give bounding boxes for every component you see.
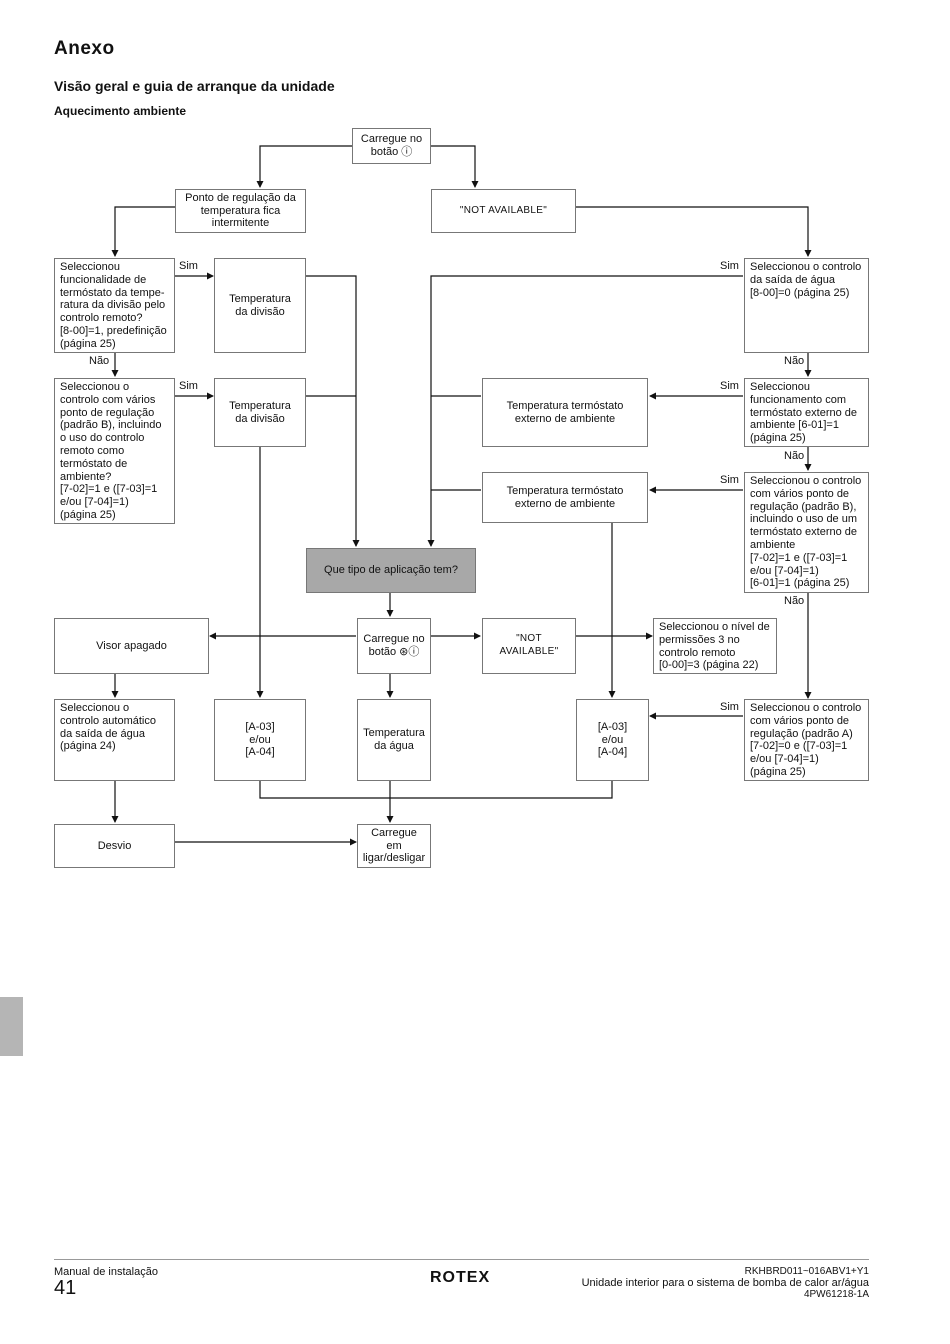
yes-label-external-thermostat: Sim: [720, 380, 739, 392]
no-label-multi-setpoint-b-external: Não: [784, 595, 805, 607]
room-thermostat-question-box: Seleccionou funcionalidade de termóstato…: [54, 258, 175, 353]
external-thermostat-temperature-box-2: Temperatura termóstato externo de ambien…: [482, 472, 648, 523]
press-combo-button-box: Carregue no botão ⊛ⓘ: [357, 618, 431, 674]
water-outlet-control-question-box: Seleccionou o controlo da saída de água …: [744, 258, 869, 353]
yes-label-room-thermostat: Sim: [179, 260, 198, 272]
not-available-box-mid: "NOT AVAILABLE": [482, 618, 576, 674]
section-title: Aquecimento ambiente: [54, 104, 187, 118]
no-label-external-thermostat: Não: [784, 450, 805, 462]
footer-code: 4PW61218-1A: [803, 1289, 869, 1300]
room-temperature-box-2: Temperatura da divisão: [214, 378, 306, 447]
a03-a04-box-right: [A-03] e/ou [A-04]: [576, 699, 649, 781]
not-available-box-top: "NOT AVAILABLE": [431, 189, 576, 233]
a03-a04-box-left: [A-03] e/ou [A-04]: [214, 699, 306, 781]
footer-description: Unidade interior para o sistema de bomba…: [581, 1276, 869, 1289]
shift-box: Desvio: [54, 824, 175, 868]
yes-label-multi-setpoint-b-remote: Sim: [179, 380, 198, 392]
footer-right-block: RKHBRD011~016ABV1+Y1 Unidade interior pa…: [582, 1266, 869, 1301]
external-thermostat-question-box: Seleccionou funcionamento com termóstato…: [744, 378, 869, 447]
side-tab: [0, 997, 23, 1056]
page-number: 41: [54, 1277, 77, 1299]
rotex-logo: ROTEX: [430, 1269, 491, 1286]
auto-water-outlet-box: Seleccionou o controlo automático da saí…: [54, 699, 175, 781]
setpoint-flashing-box: Ponto de regulação da temperatura fica i…: [175, 189, 306, 233]
press-on-off-box: Carregue em ligar/desligar: [357, 824, 431, 868]
yes-label-multi-setpoint-b-external: Sim: [720, 474, 739, 486]
yes-label-multi-setpoint-a: Sim: [720, 701, 739, 713]
no-label-water-outlet: Não: [784, 355, 805, 367]
multi-setpoint-a-question-box: Seleccionou o controlo com vários ponto …: [744, 699, 869, 781]
application-type-box: Que tipo de aplicação tem?: [306, 548, 476, 593]
no-label-room-thermostat: Não: [89, 355, 110, 367]
permission-level-box: Seleccionou o nível de permissões 3 no c…: [653, 618, 777, 674]
footer-model: RKHBRD011~016ABV1+Y1: [744, 1266, 869, 1277]
display-off-box: Visor apagado: [54, 618, 209, 674]
footer-rule: [54, 1259, 869, 1260]
multi-setpoint-b-remote-question-box: Seleccionou o controlo com vários ponto …: [54, 378, 175, 524]
page-title: Anexo: [54, 38, 115, 59]
yes-label-water-outlet: Sim: [720, 260, 739, 272]
footer-manual-label: Manual de instalação: [54, 1266, 158, 1278]
room-temperature-box-1: Temperatura da divisão: [214, 258, 306, 353]
press-info-button-box: Carregue no botão ⓘ: [352, 128, 431, 164]
multi-setpoint-b-external-question-box: Seleccionou o controlo com vários ponto …: [744, 472, 869, 593]
water-temperature-box: Temperatura da água: [357, 699, 431, 781]
external-thermostat-temperature-box-1: Temperatura termóstato externo de ambien…: [482, 378, 648, 447]
page-subtitle: Visão geral e guia de arranque da unidad…: [54, 78, 335, 94]
